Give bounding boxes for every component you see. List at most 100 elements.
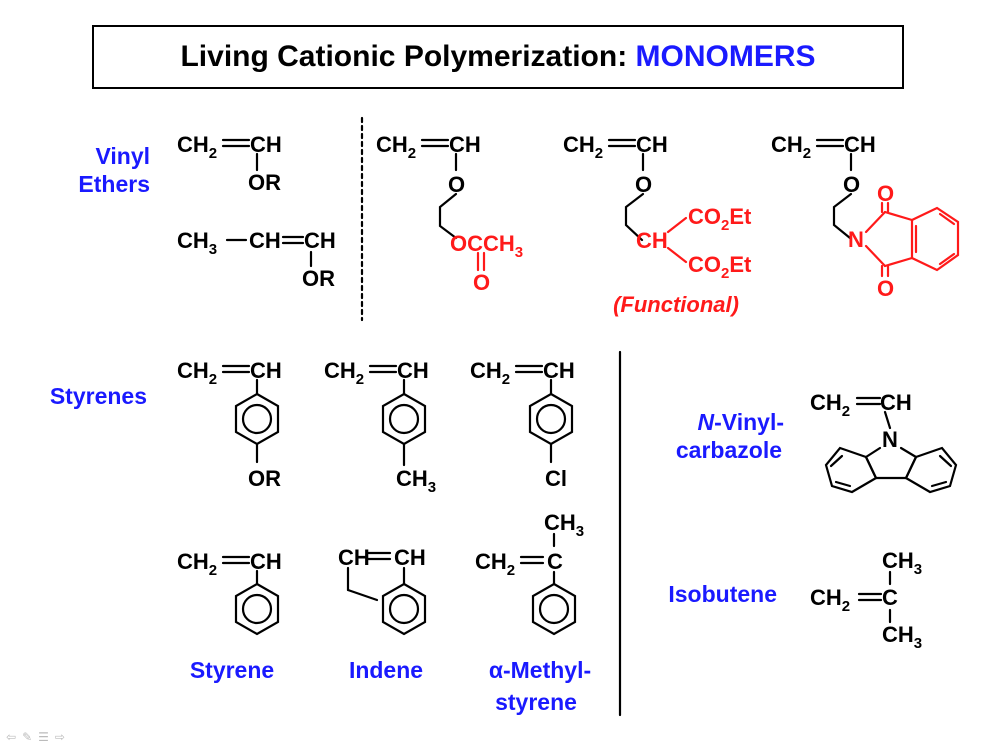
label-n-vinyl: N-Vinyl- xyxy=(698,409,785,435)
p-methylstyrene: CH2 CH CH3 xyxy=(324,358,436,496)
svg-text:CH2: CH2 xyxy=(177,358,217,388)
ch2-group: CH2 xyxy=(177,132,217,162)
svg-text:CH3: CH3 xyxy=(544,510,584,540)
svg-text:CH: CH xyxy=(250,549,282,574)
svg-text:CH2: CH2 xyxy=(470,358,510,388)
bonds-styrene xyxy=(221,555,280,636)
svg-text:O: O xyxy=(843,172,860,197)
bonds-phthalimide-ring xyxy=(864,201,960,278)
bonds-acetoxy-carbonyl xyxy=(476,251,486,272)
malonate-vinyl-ether: CH2 CH O CH CO2Et CO2Et xyxy=(563,132,752,282)
svg-text:CH2: CH2 xyxy=(810,390,850,420)
svg-text:CH3: CH3 xyxy=(882,548,922,578)
svg-text:CH: CH xyxy=(543,358,575,383)
svg-text:CH: CH xyxy=(880,390,912,415)
ch-group: CH xyxy=(304,228,336,253)
svg-text:C: C xyxy=(547,549,563,574)
svg-text:CH: CH xyxy=(844,132,876,157)
svg-text:CH2: CH2 xyxy=(563,132,603,162)
ch-group: CH xyxy=(250,132,282,157)
label-carbazole: carbazole xyxy=(676,437,782,463)
label-n-vinyl-rest: -Vinyl- xyxy=(714,409,784,435)
bonds-isobutene xyxy=(857,570,892,624)
svg-text:N: N xyxy=(882,427,898,452)
bonds-p-chlorostyrene xyxy=(514,364,574,464)
label-styrene: Styrene xyxy=(190,657,274,683)
bonds-p-alkoxystyrene xyxy=(221,364,280,464)
svg-text:CH: CH xyxy=(338,545,370,570)
slide-title: Living Cationic Polymerization: MONOMERS xyxy=(180,40,815,74)
menu-icon[interactable]: ☰ xyxy=(38,730,49,744)
svg-text:CH3: CH3 xyxy=(882,622,922,652)
imide-nitrogen: N xyxy=(848,227,864,252)
bonds-propenyl-ether xyxy=(225,235,313,268)
alpha-methylstyrene: CH2 C CH3 xyxy=(475,510,584,579)
svg-text:CH2: CH2 xyxy=(177,549,217,579)
label-alpha: α xyxy=(489,657,503,683)
svg-text:C: C xyxy=(882,585,898,610)
label-methyl-rest: -Methyl- xyxy=(503,657,591,683)
svg-text:CH2: CH2 xyxy=(475,549,515,579)
malonate-ch: CH xyxy=(636,228,668,253)
svg-text:CH2: CH2 xyxy=(324,358,364,388)
svg-text:CH: CH xyxy=(636,132,668,157)
acetoxy-vinyl-ether: CH2 CH O OCCH3 O xyxy=(376,132,523,295)
bonds-phthalimide-ve xyxy=(815,138,853,240)
svg-text:O: O xyxy=(635,172,652,197)
bonds-p-methylstyrene xyxy=(368,364,427,467)
prev-arrow-icon[interactable]: ⇦ xyxy=(6,730,17,744)
isobutene: CH2 C CH3 CH3 xyxy=(810,548,922,652)
p-chlorostyrene: CH2 CH Cl xyxy=(470,358,575,491)
p-alkoxystyrene: CH2 CH OR xyxy=(177,358,282,491)
bonds-vinyl-ether-1 xyxy=(221,138,259,172)
title-box: Living Cationic Polymerization: MONOMERS xyxy=(92,25,904,89)
or-group: OR xyxy=(302,266,335,291)
bonds-alpha-methylstyrene xyxy=(519,532,577,636)
svg-text:CH2: CH2 xyxy=(810,585,850,615)
ether-oxygen: O xyxy=(448,172,465,197)
label-isobutene: Isobutene xyxy=(668,581,777,607)
pen-icon[interactable]: ✎ xyxy=(22,730,33,744)
phthalimide-vinyl-ether: CH2 CH O N O O xyxy=(771,132,894,301)
svg-text:OR: OR xyxy=(248,466,281,491)
svg-text:CH: CH xyxy=(250,358,282,383)
label-vinyl: Vinyl xyxy=(95,143,150,169)
svg-text:CH2: CH2 xyxy=(376,132,416,162)
imide-oxygen-1: O xyxy=(877,181,894,206)
svg-text:CH3: CH3 xyxy=(396,466,436,496)
label-indene: Indene xyxy=(349,657,423,683)
svg-text:CH2: CH2 xyxy=(771,132,811,162)
svg-text:CH: CH xyxy=(394,545,426,570)
n-vinylcarbazole: CH2 CH N xyxy=(810,390,912,452)
acetoxy-group: OCCH3 xyxy=(450,231,523,261)
or-group: OR xyxy=(248,170,281,195)
carbonyl-oxygen: O xyxy=(473,270,490,295)
title-main: Living Cationic Polymerization: xyxy=(180,40,636,73)
next-arrow-icon[interactable]: ⇨ xyxy=(54,730,65,744)
ester-group-2: CO2Et xyxy=(688,252,752,282)
bonds-acetoxy-ve xyxy=(420,138,458,240)
imide-oxygen-2: O xyxy=(877,276,894,301)
ch-group: CH xyxy=(249,228,281,253)
svg-text:CH: CH xyxy=(449,132,481,157)
label-functional: (Functional) xyxy=(613,292,739,317)
bonds-malonate-ve xyxy=(607,138,645,242)
svg-text:CH: CH xyxy=(397,358,429,383)
ch3-group: CH3 xyxy=(177,228,217,258)
label-styrenes: Styrenes xyxy=(50,383,147,409)
bonds-n-vinylcarbazole xyxy=(824,396,958,494)
title-highlight: MONOMERS xyxy=(635,40,816,73)
bonds-indene xyxy=(346,551,427,636)
ester-group-1: CO2Et xyxy=(688,204,752,234)
indene: CH CH xyxy=(338,545,426,570)
label-n-vinyl-n: N xyxy=(698,409,715,435)
slide-navigation: ⇦ ✎ ☰ ⇨ xyxy=(6,730,71,744)
label-alpha-methyl: α-Methyl- xyxy=(489,657,591,683)
label-styrene-line2: styrene xyxy=(495,689,577,715)
vinyl-ether-1: CH2 CH OR xyxy=(177,132,282,195)
styrene: CH2 CH xyxy=(177,549,282,579)
svg-text:Cl: Cl xyxy=(545,466,567,491)
bonds-malonate-red xyxy=(666,216,688,264)
label-ethers: Ethers xyxy=(78,171,150,197)
